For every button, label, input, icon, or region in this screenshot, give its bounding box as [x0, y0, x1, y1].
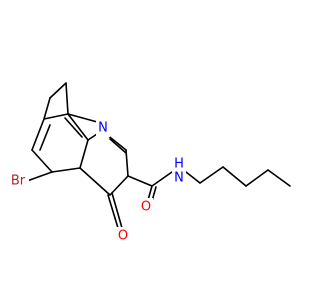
- molecule-structure: Br N O O H N: [7, 82, 291, 245]
- bond-line: [125, 149, 129, 177]
- bond-line: [79, 139, 89, 169]
- bond-line: [67, 113, 89, 141]
- bond-line: [107, 194, 119, 229]
- bond-line: [109, 175, 129, 196]
- bond-line: [43, 97, 51, 120]
- bond-line: [31, 118, 45, 151]
- bond-line: [151, 171, 173, 187]
- bond-line: [109, 138, 127, 154]
- bond-line: [111, 192, 123, 229]
- bromine-label: Br: [11, 174, 26, 189]
- bond-line: [26, 171, 53, 182]
- amide-hydrogen-label: H: [174, 157, 184, 172]
- bond-line: [43, 113, 69, 120]
- amide-nitrogen-label: N: [174, 171, 184, 186]
- amide-oxygen-label: O: [141, 200, 151, 215]
- bond-line: [127, 175, 153, 187]
- bond-line: [39, 124, 51, 151]
- ketone-oxygen-label: O: [118, 229, 128, 244]
- bond-line: [147, 185, 153, 201]
- ring-nitrogen-label: N: [98, 121, 108, 136]
- atom-labels: Br N O O H N: [7, 119, 186, 245]
- bond-line: [67, 113, 102, 124]
- bond-line: [49, 82, 67, 99]
- bond-line: [64, 117, 83, 138]
- bond-line: [79, 167, 111, 196]
- bond-line: [222, 166, 247, 187]
- bond-line: [185, 171, 201, 184]
- bond-line: [199, 166, 224, 184]
- bond-line: [31, 149, 53, 173]
- bond-lines: [26, 82, 291, 229]
- bond-line: [65, 82, 69, 115]
- bond-line: [51, 167, 81, 173]
- bond-line: [267, 169, 291, 187]
- bond-line: [245, 169, 269, 187]
